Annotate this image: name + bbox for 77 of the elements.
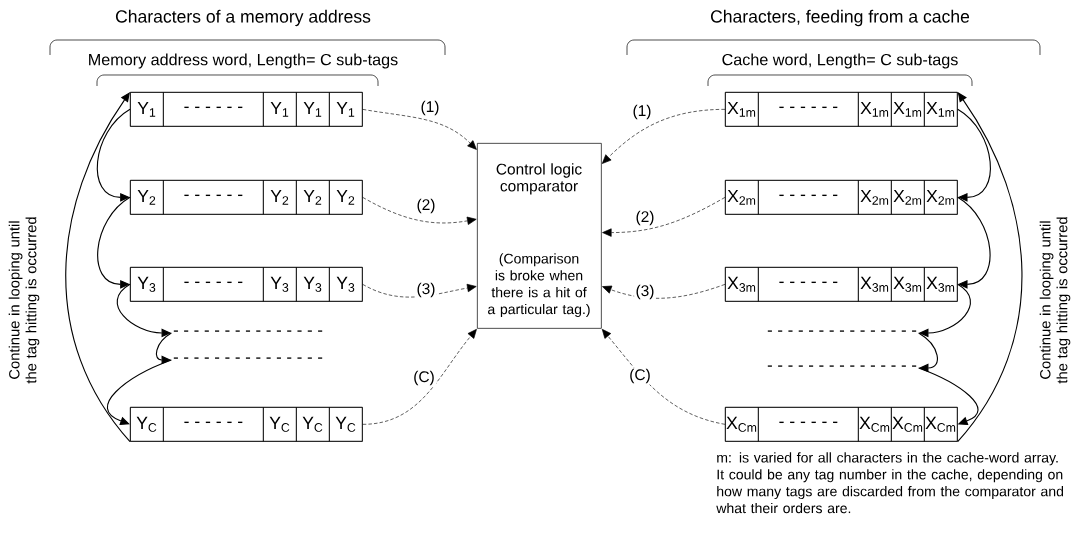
register-cell: Y$_{C}$ xyxy=(130,407,164,442)
register-cell: X$_{1m}$ xyxy=(891,92,925,127)
bracket-label: Cache word, Length= C sub-tags xyxy=(722,53,958,69)
arrow xyxy=(602,197,726,237)
register-cell: X$_{1m}$ xyxy=(858,92,892,127)
register-cell: Y$_{3}$ xyxy=(329,267,363,302)
arrow xyxy=(362,109,477,150)
register-cell: Y$_{3}$ xyxy=(296,267,330,302)
register-cell: X$_{3m}$ xyxy=(891,267,925,302)
arrow xyxy=(957,196,991,289)
register-cell: X$_{3m}$ xyxy=(858,267,892,302)
register-cell: Y$_{1}$ xyxy=(263,92,297,127)
register-cell: X$_{1m}$ xyxy=(725,92,759,127)
edge-label: (2) xyxy=(415,197,437,215)
ellipsis-row: - - - - - - - - - - - - - - - xyxy=(173,330,323,332)
register-cell: - - - - - - xyxy=(758,267,859,302)
register-cell: Y$_{C}$ xyxy=(329,407,363,442)
register-cell: Y$_{3}$ xyxy=(263,267,297,302)
arrow xyxy=(918,367,979,426)
register-cell: X$_{Cm}$ xyxy=(924,407,958,442)
arrow xyxy=(96,108,131,202)
arrow xyxy=(957,108,991,202)
register-cell: Y$_{1}$ xyxy=(130,92,164,127)
side-note: Continue in looping until the tag hitting is occurred xyxy=(1039,217,1071,384)
edge-label: (1) xyxy=(419,99,441,117)
register-cell: Y$_{1}$ xyxy=(296,92,330,127)
edge-label: (C) xyxy=(411,369,437,387)
register-cell: X$_{1m}$ xyxy=(924,92,958,127)
register-cell: X$_{2m}$ xyxy=(891,180,925,215)
arrow xyxy=(918,332,938,373)
bracket-label: Memory address word, Length= C sub-tags xyxy=(89,53,398,69)
arrow xyxy=(602,284,726,299)
register-cell: - - - - - - xyxy=(163,407,264,442)
edge-label: (2) xyxy=(634,209,656,227)
register-cell: X$_{2m}$ xyxy=(858,180,892,215)
arrow xyxy=(362,283,477,298)
register-cell: X$_{Cm}$ xyxy=(725,407,759,442)
heading: Characters, feeding from a cache xyxy=(710,9,970,27)
register-cell: X$_{Cm}$ xyxy=(858,407,892,442)
edge-label: (C) xyxy=(627,367,653,385)
register-cell: X$_{Cm}$ xyxy=(891,407,925,442)
register-cell: - - - - - - xyxy=(758,92,859,127)
register-cell: Y$_{2}$ xyxy=(130,180,164,215)
arrow xyxy=(601,109,726,164)
arrow xyxy=(957,92,1023,443)
footnote: m: is varied for all characters in the cache-word array. It could be any tag number in the cache, depending on how many tags are discarded from the comparator and what their orders are. xyxy=(716,452,1064,514)
register-cell: X$_{3m}$ xyxy=(924,267,958,302)
register-cell: X$_{2m}$ xyxy=(924,180,958,215)
edge-label: (1) xyxy=(631,103,653,121)
heading: Characters of a memory address xyxy=(115,9,371,27)
arrow xyxy=(65,92,131,443)
register-cell: Y$_{2}$ xyxy=(263,180,297,215)
register-cell: X$_{3m}$ xyxy=(725,267,759,302)
arrow xyxy=(362,197,477,225)
register-cell: Y$_{1}$ xyxy=(329,92,363,127)
register-cell: - - - - - - xyxy=(163,267,264,302)
arrow xyxy=(155,332,172,365)
comparator-box: Control logic comparator (Comparison is broke when there is a hit of a particular tag.) xyxy=(477,143,602,329)
arrow xyxy=(362,329,477,425)
arrow xyxy=(97,196,131,289)
register-cell: - - - - - - xyxy=(163,92,264,127)
register-cell: - - - - - - xyxy=(758,407,859,442)
ellipsis-row: - - - - - - - - - - - - - - - xyxy=(173,357,323,359)
edge-label: (3) xyxy=(634,283,656,301)
register-cell: Y$_{2}$ xyxy=(296,180,330,215)
register-cell: - - - - - - xyxy=(163,180,264,215)
edge-label: (3) xyxy=(415,281,437,299)
register-cell: Y$_{C}$ xyxy=(296,407,330,442)
register-cell: - - - - - - xyxy=(758,180,859,215)
register-cell: Y$_{3}$ xyxy=(130,267,164,302)
arrow xyxy=(601,329,726,425)
ellipsis-row: - - - - - - - - - - - - - - - xyxy=(767,365,917,367)
register-cell: X$_{2m}$ xyxy=(725,180,759,215)
register-cell: Y$_{C}$ xyxy=(263,407,297,442)
ellipsis-row: - - - - - - - - - - - - - - - xyxy=(767,330,917,332)
side-note: Continue in looping until the tag hitting is occurred xyxy=(8,217,40,384)
register-cell: Y$_{2}$ xyxy=(329,180,363,215)
